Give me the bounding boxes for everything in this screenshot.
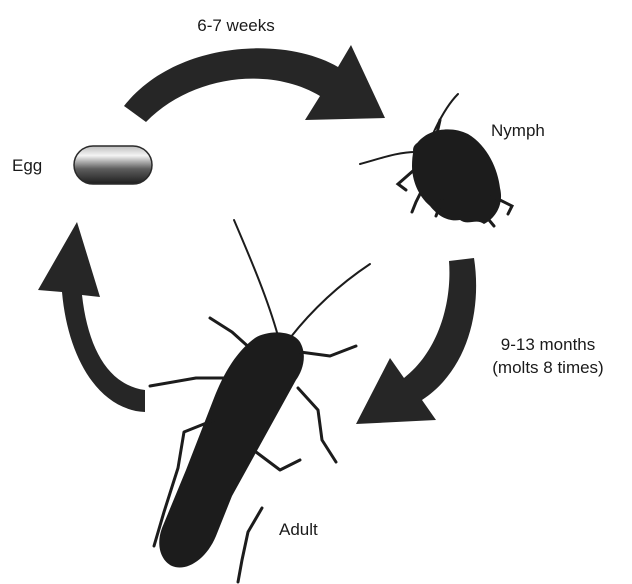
stage-label-adult: Adult — [279, 520, 318, 539]
adult-cockroach-icon — [150, 220, 370, 582]
stage-label-egg: Egg — [12, 156, 42, 175]
transition-label-nymph-to-adult-line1: 9-13 months — [501, 335, 596, 354]
transition-label-nymph-to-adult-line2: (molts 8 times) — [492, 358, 603, 377]
arrow-nymph-to-adult — [356, 258, 476, 424]
egg-icon — [74, 146, 152, 184]
stage-label-nymph: Nymph — [491, 121, 545, 140]
arrow-adult-to-egg — [38, 222, 145, 412]
transition-label-egg-to-nymph: 6-7 weeks — [197, 16, 274, 35]
arrow-egg-to-nymph — [124, 45, 385, 122]
